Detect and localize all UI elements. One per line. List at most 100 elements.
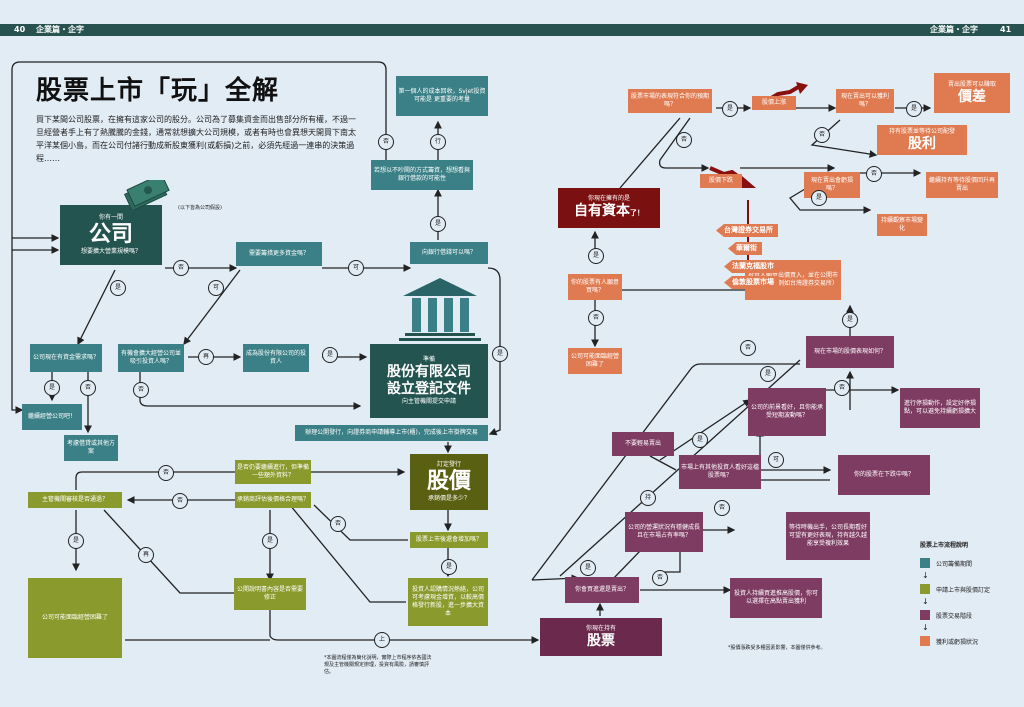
decision-circle: 否 <box>158 465 174 481</box>
decision-circle: 否 <box>834 380 850 396</box>
expand-question-node: 需要籌措更多資金嗎？ <box>236 242 322 266</box>
legend-arrow-icon: ↓ <box>922 597 929 606</box>
exchange-tag-wall-street: 華爾街 <box>728 242 762 255</box>
price-fall-node: 股價下跌 <box>700 174 742 188</box>
decision-circle: 否 <box>676 132 692 148</box>
legend-arrow-icon: ↓ <box>922 571 929 580</box>
money-icon <box>122 173 170 212</box>
decision-circle: 否 <box>588 310 604 326</box>
decision-circle: 再 <box>198 349 214 365</box>
sell-profit-question-node: 現在賣出可以獲利嗎？ <box>836 89 894 113</box>
footnote-center: *本圖流程僅為簡化說明，實際上市程序依各國法規及主管機關規定辦理，投資有風險，請… <box>324 655 432 675</box>
legend-item: 公司籌備期間 <box>920 555 990 571</box>
decision-circle: 是 <box>811 190 827 206</box>
price-difference-node: 賣出股票可以賺取 價差 <box>934 73 1010 113</box>
attract-investor-node: 有機會擴大經營公司並吸引投資人嗎？ <box>118 344 184 372</box>
decision-circle: 否 <box>714 500 730 516</box>
higher-price-buyer-node: 投資人願意出價買入，並在公開市場中交易（例如台灣證券交易所） <box>745 260 841 300</box>
decision-circle: 是 <box>760 366 776 382</box>
header-bar: 40 企業篇・企字 企業篇・企字 41 <box>0 24 1024 36</box>
decision-circle: 是 <box>722 101 738 117</box>
price-bottom-text: 承銷價是多少？ <box>427 495 470 502</box>
legend-item: 股票交易階段 <box>920 607 990 623</box>
decision-circle: 持 <box>640 490 656 506</box>
market-expectation-node: 股票市場的表現符合你的預期嗎？ <box>628 89 712 113</box>
wait-timing-node: 等待時機出手，公司長期看好可望有更好表現，持有越久越能享受複利效果 <box>786 512 870 560</box>
observe-market-node: 持續觀察市場變化 <box>877 214 927 236</box>
legend-swatch <box>920 558 930 568</box>
price-reasonable-node: 承銷商評估後價格合理嗎？ <box>235 492 311 508</box>
legend-label: 股票交易階段 <box>936 612 973 620</box>
decision-circle: 否 <box>814 127 830 143</box>
buy-or-sell-node: 你會買進還是賣出？ <box>565 577 639 603</box>
decision-circle: 是 <box>842 312 858 328</box>
decision-circle: 否 <box>740 340 756 356</box>
corp-title-line2: 設立登記文件 <box>387 381 471 397</box>
bank-building-icon <box>395 276 485 342</box>
company-trouble-node: 公司可能面臨經營困難了 <box>568 348 622 374</box>
decision-circle: 是 <box>580 560 596 576</box>
price-rise-node: 股價上漲 <box>752 96 796 110</box>
stock-node: 你現在持有 股票 <box>540 618 662 656</box>
anyone-buy-node: 你的股票有人願意買嗎？ <box>568 274 622 300</box>
decision-circle: 是 <box>588 248 604 264</box>
corp-registration-node: 準備 股份有限公司 設立登記文件 向主管機關提交申請 <box>370 344 488 418</box>
legend-label: 公司籌備期間 <box>936 560 973 568</box>
decision-circle: 上 <box>374 632 390 648</box>
exchange-tag-frankfurt: 法蘭克福股市 <box>724 260 779 273</box>
left-section-title: 企業篇・企字 <box>36 25 84 34</box>
right-page-number: 41 <box>1000 25 1012 34</box>
company-top-text: 你有一間 <box>98 214 123 221</box>
page-title: 股票上市「玩」全解 <box>36 76 280 106</box>
decision-circle: 否 <box>172 493 188 509</box>
decision-circle: 再 <box>138 547 154 563</box>
bank-loan-node: 向銀行借錢可以嗎？ <box>410 242 488 264</box>
own-capital-title: 自有資本 <box>574 202 630 219</box>
legend: 股票上市流程說明 公司籌備期間 ↓ 申請上市與股價訂定 ↓ 股票交易階段 ↓ 獲… <box>920 540 990 649</box>
legend-label: 申請上市與股價訂定 <box>936 586 991 594</box>
stop-loss-node: 進行停損動作，設定好停損點，可以避免持續虧損擴大 <box>900 388 980 428</box>
market-price-node: 現在市場的股價表現如何？ <box>806 336 894 368</box>
company-growth-node: 公司的營運狀況有穩健成長且在市場占有率嗎？ <box>625 512 703 552</box>
price-title: 股價 <box>426 469 471 494</box>
decision-circle: 可 <box>348 260 364 276</box>
prospectus-node: 公開說明書內容是否需要修正 <box>234 578 306 610</box>
investors-sell-high-node: 你的股票在下跌中嗎？ <box>838 455 930 495</box>
dividend-node: 持有股票並等待公司配發 股利 <box>877 125 967 155</box>
price-difference-text: 賣出股票可以賺取 <box>947 80 996 88</box>
decision-circle: 是 <box>692 432 708 448</box>
revise-filing-node: 公司可能面臨經營困難了 <box>28 578 122 658</box>
legend-item: 獲利或虧損狀況 <box>920 633 990 649</box>
decision-circle: 否 <box>330 516 346 532</box>
funding-need-node: 公司現在有資金需求嗎？ <box>30 344 102 372</box>
continue-question-node: 是否仍要繼續進行，但準備一些額外資料？ <box>235 460 311 484</box>
public-offering-node: 辦理公開發行，向證券商申請輔導上市(櫃)，完成後上市掛牌交易 <box>295 425 488 441</box>
legend-swatch <box>920 610 930 620</box>
keep-operating-node: 繼續經營公司吧！ <box>22 404 82 430</box>
legend-item: 申請上市與股價訂定 <box>920 581 990 597</box>
become-corp-node: 成為股份有限公司的投資人 <box>243 344 309 372</box>
decision-circle: 是 <box>906 101 922 117</box>
company-title: 公司 <box>88 222 133 247</box>
exchange-tag-taiwan: 台灣證券交易所 <box>716 224 778 237</box>
legend-swatch <box>920 584 930 594</box>
decision-circle: 是 <box>441 559 457 575</box>
listing-increase-node: 股票上市後還會增加嗎？ <box>410 532 488 548</box>
dividend-title: 股利 <box>908 135 936 152</box>
exchange-tag-london: 倫敦股票市場 <box>724 276 779 289</box>
own-capital-top-text: 你現在擁有的是 <box>587 194 630 202</box>
price-top-text: 訂定發行 <box>436 461 461 468</box>
alternative-node: 考慮借貸或其他方案 <box>64 435 118 461</box>
decision-circle: 否 <box>652 570 668 586</box>
company-bottom-text: 想要擴大營業規模嗎？ <box>80 248 141 255</box>
own-capital-suffix: 了！ <box>630 208 644 217</box>
company-node: 你有一間 公司 想要擴大營業規模嗎？ <box>60 205 162 265</box>
corp-title-line1: 股份有限公司 <box>387 364 471 380</box>
decision-circle: 可 <box>768 452 784 468</box>
stock-falling-node: 不要輕易賣出 <box>612 432 674 456</box>
decision-circle: 是 <box>262 533 278 549</box>
corp-bottom-text: 向主管機關提交申請 <box>401 398 456 405</box>
decision-circle: 否 <box>866 166 882 182</box>
stock-top-text: 你現在持有 <box>585 624 616 632</box>
price-difference-title: 價差 <box>958 88 986 105</box>
